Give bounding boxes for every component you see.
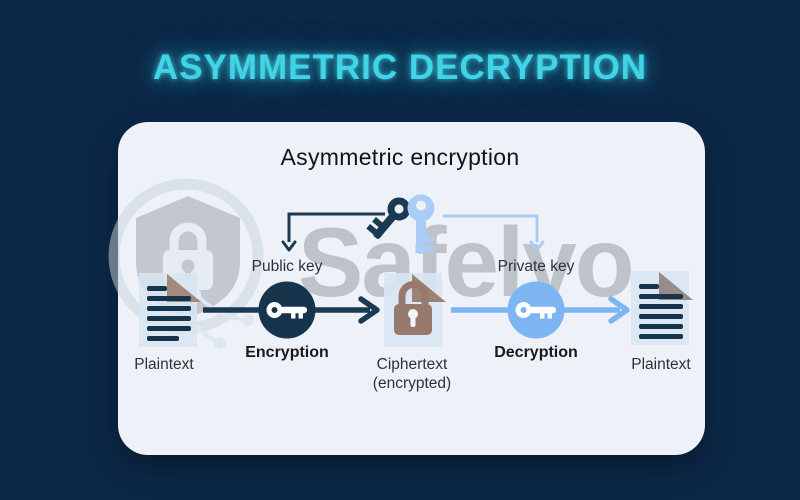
key-pair-icon [366, 194, 435, 254]
decryption-label: Decryption [494, 344, 578, 361]
plaintext-document-left-icon [139, 273, 201, 347]
ciphertext-document-icon [384, 273, 446, 347]
public-key-arrow [281, 212, 385, 252]
card-title: Asymmetric encryption [280, 144, 520, 170]
encryption-label: Encryption [245, 344, 329, 361]
ciphertext-label-line1: Ciphertext [376, 356, 448, 373]
public-key-label: Public key [251, 258, 323, 275]
plaintext-document-right-icon [631, 271, 693, 345]
encryption-key-icon [258, 281, 316, 339]
decryption-key-icon [507, 281, 565, 339]
plaintext-left-label: Plaintext [134, 356, 194, 373]
private-key-arrow [443, 214, 545, 252]
private-key-label: Private key [497, 258, 575, 275]
ciphertext-label-line2: (encrypted) [372, 375, 452, 392]
watermark-text: Safelyo [298, 207, 633, 317]
page-title: ASYMMETRIC DECRYPTION [152, 48, 648, 87]
plaintext-right-label: Plaintext [631, 356, 691, 373]
